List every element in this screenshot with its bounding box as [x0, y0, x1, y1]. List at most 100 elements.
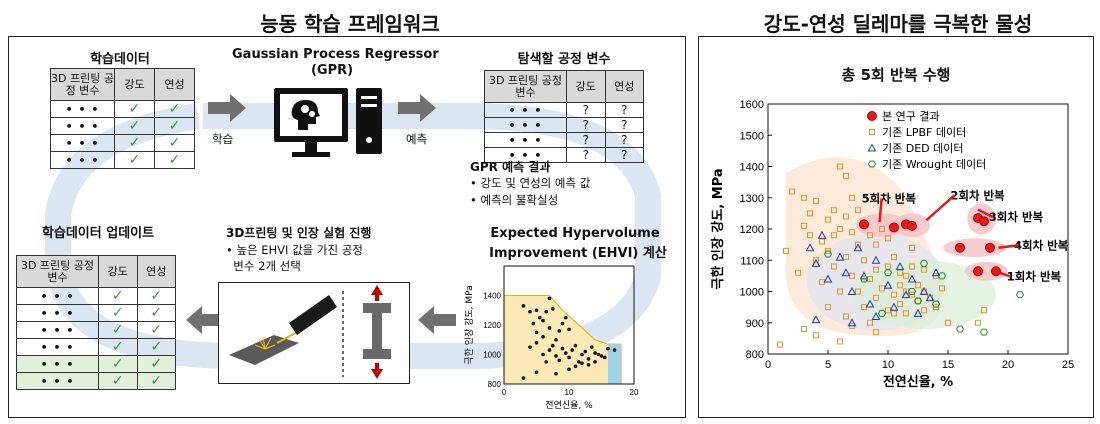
- data-point: [837, 338, 843, 345]
- data-point: [933, 304, 939, 311]
- experiment-line: • 높은 EHVI 값을 가진 공정: [226, 243, 363, 257]
- ehvi-subtitle: Improvement (EHVI) 계산: [489, 246, 667, 261]
- data-point: [891, 310, 897, 317]
- data-point: [889, 222, 899, 233]
- data-point: [825, 247, 831, 254]
- annotation-label: 1회차 반복: [1007, 270, 1062, 284]
- data-point: [528, 309, 532, 314]
- update-title: 학습데이터 업데이트: [41, 226, 155, 241]
- result-highlight: [964, 261, 1008, 281]
- data-point: [547, 296, 552, 301]
- table-cell: ?: [604, 117, 644, 133]
- data-point: [550, 306, 555, 311]
- data-point: [560, 321, 565, 326]
- col-header: 연성: [136, 255, 176, 288]
- x-tick-label: 15: [942, 359, 954, 371]
- data-point: [973, 266, 983, 277]
- data-point: [544, 360, 549, 364]
- x-tick-label: 10: [565, 388, 574, 397]
- check-icon: ✓: [136, 355, 176, 373]
- y-axis-label: 극한 인장 강도, MPa: [464, 285, 475, 364]
- table-cell: ?: [566, 117, 606, 133]
- arrow-left-icon: [186, 306, 224, 334]
- annotation-arrow: [878, 198, 883, 223]
- arrow-right-icon: [208, 94, 246, 122]
- data-point: [573, 364, 578, 369]
- data-point: [521, 304, 526, 308]
- legend-marker: [867, 143, 877, 152]
- data-point: [534, 330, 539, 335]
- data-point: [589, 345, 594, 349]
- data-point: [580, 361, 584, 366]
- computer-brain-icon: [274, 88, 382, 157]
- arrow-left-icon: [418, 306, 456, 334]
- data-point: [823, 250, 833, 258]
- data-point: [541, 352, 545, 357]
- data-point: [531, 321, 536, 326]
- data-point: [939, 285, 945, 292]
- data-point: [544, 309, 549, 314]
- gpr-subtitle: (GPR): [310, 63, 354, 78]
- data-point: [849, 229, 855, 236]
- data-point: [955, 325, 965, 333]
- data-point: [873, 266, 879, 273]
- x-tick-label: 0: [765, 359, 771, 371]
- result-highlight: [943, 238, 1006, 258]
- arrow-right-icon: [398, 94, 436, 122]
- col-header: 연성: [154, 68, 195, 101]
- data-point: [557, 358, 562, 363]
- annotation-arrow: [977, 208, 994, 219]
- data-point: [606, 346, 610, 351]
- data-point: [991, 266, 1001, 277]
- predict-label: 예측: [406, 132, 428, 146]
- data-point: [554, 354, 558, 358]
- check-icon: ✓: [154, 100, 195, 118]
- data-point: [805, 243, 815, 252]
- data-point: [837, 163, 843, 170]
- data-point: [567, 355, 571, 360]
- check-icon: ✓: [154, 117, 195, 135]
- table-cell: • • •: [50, 100, 115, 118]
- x-axis-label: 전연신율, %: [883, 374, 953, 390]
- data-point: [573, 343, 578, 348]
- data-point: [521, 376, 526, 380]
- table-cell: ?: [604, 147, 644, 163]
- y-tick-label: 1000: [740, 287, 764, 299]
- data-point: [861, 257, 867, 264]
- data-point: [831, 232, 837, 239]
- data-point: [859, 275, 869, 283]
- data-point: [783, 247, 789, 254]
- data-point: [831, 263, 837, 270]
- table-cell: • • •: [484, 102, 567, 118]
- check-icon: ✓: [98, 321, 138, 339]
- data-point: [534, 308, 539, 313]
- data-point: [921, 307, 927, 314]
- y-tick-label: 1000: [483, 351, 501, 360]
- annotation-label: 2회차 반복: [950, 188, 1005, 202]
- data-point: [919, 259, 929, 267]
- data-point: [873, 329, 879, 336]
- data-point: [979, 328, 989, 336]
- y-tick-label: 1200: [483, 321, 501, 330]
- data-point: [855, 241, 861, 248]
- col-header: 강도: [98, 255, 138, 288]
- table-cell: • • •: [16, 355, 99, 373]
- gpr-result-item: • 예측의 불확실성: [470, 193, 559, 207]
- data-point: [955, 242, 965, 253]
- data-point: [853, 243, 863, 252]
- data-point: [807, 232, 813, 239]
- data-point: [907, 220, 917, 231]
- gpr-title: Gaussian Process Regressor: [232, 47, 439, 62]
- data-point: [831, 207, 837, 214]
- data-point: [811, 258, 821, 267]
- y-tick-label: 1200: [740, 224, 764, 236]
- data-point: [901, 290, 911, 299]
- data-point: [891, 254, 897, 261]
- data-point: [871, 311, 881, 320]
- data-point: [891, 291, 897, 298]
- check-icon: ✓: [114, 117, 155, 135]
- data-point: [541, 318, 545, 323]
- y-tick-label: 800: [488, 380, 502, 389]
